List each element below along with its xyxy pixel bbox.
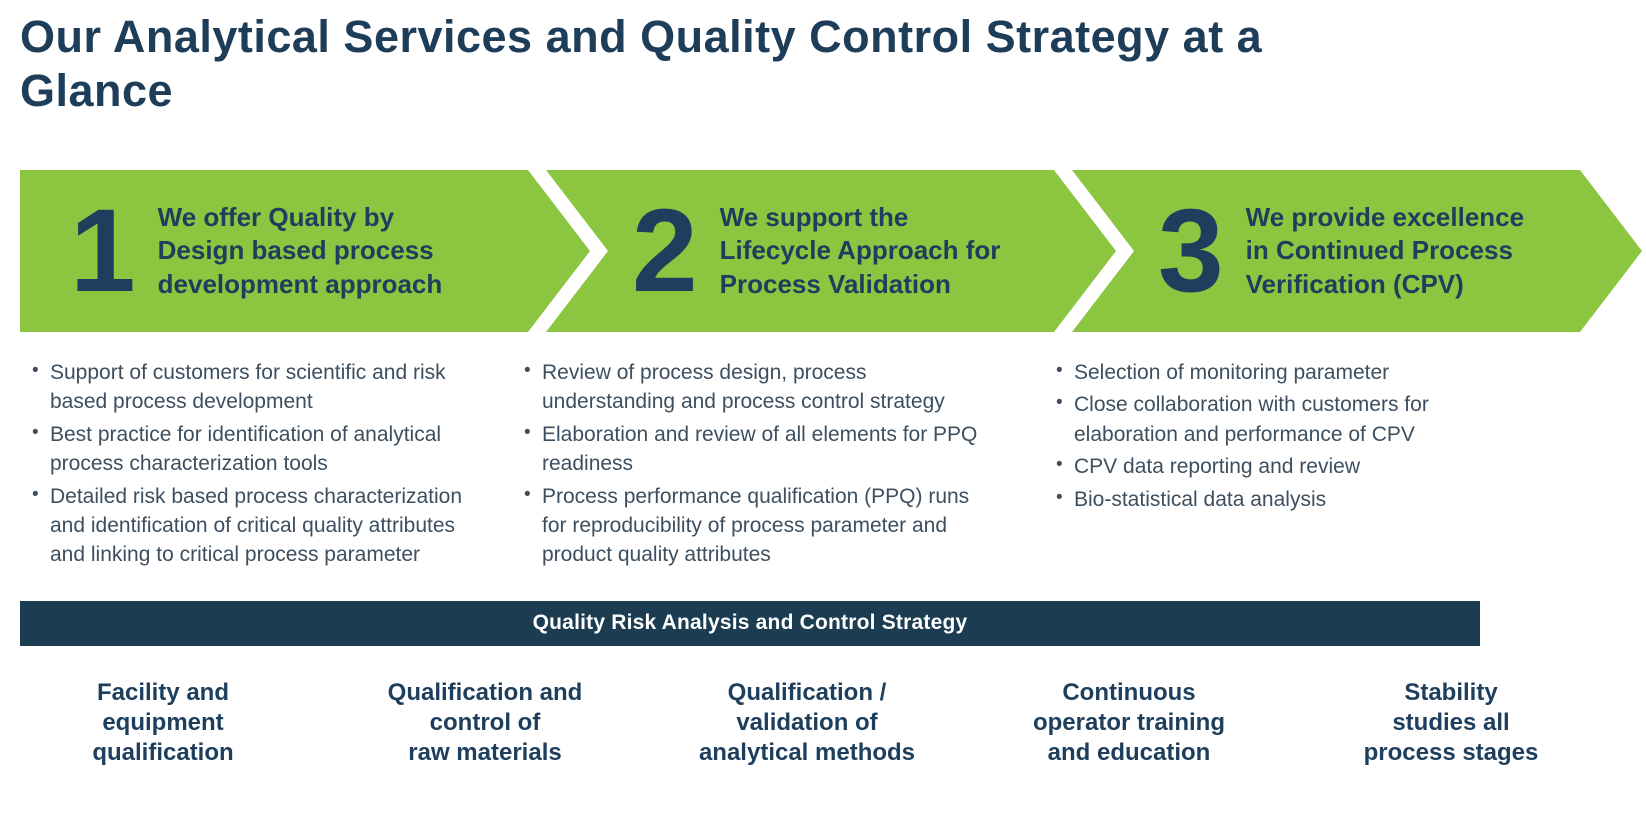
bullet-item: Close collaboration with customers for e… — [1054, 390, 1524, 449]
foundation-item-stability-studies: Stability studies all process stages — [1363, 678, 1539, 766]
step-3-bullet-list: Selection of monitoring parameter Close … — [1044, 358, 1646, 573]
step-1-number: 1 — [70, 184, 136, 317]
bullet-item: Best practice for identification of anal… — [30, 420, 482, 479]
page-title: Our Analytical Services and Quality Cont… — [20, 11, 1263, 116]
foundation-item-operator-training: Continuous operator training and educati… — [1032, 678, 1225, 766]
step-3-number: 3 — [1158, 184, 1224, 317]
step-2-number: 2 — [632, 184, 698, 317]
bullet-item: CPV data reporting and review — [1054, 452, 1524, 481]
bullet-item: Elaboration and review of all elements f… — [522, 420, 992, 479]
slide: Our Analytical Services and Quality Cont… — [0, 10, 1646, 820]
risk-strategy-banner-label: Quality Risk Analysis and Control Strate… — [532, 611, 968, 635]
bullet-item: Selection of monitoring parameter — [1054, 358, 1524, 387]
bullet-item: Bio-statistical data analysis — [1054, 485, 1524, 514]
risk-strategy-banner: Quality Risk Analysis and Control Strate… — [20, 600, 1480, 646]
bullet-item: Process performance qualification (PPQ) … — [522, 482, 992, 570]
step-1-bullet-list: Support of customers for scientific and … — [20, 358, 482, 573]
step-arrow-3: 3 We provide excellence in Continued Pro… — [1072, 170, 1642, 332]
step-arrow-1: 1 We offer Quality by Design based proce… — [20, 170, 590, 332]
foundation-item-analytical-methods: Qualification / validation of analytical… — [698, 678, 916, 766]
foundation-item-raw-materials: Qualification and control of raw materia… — [387, 678, 583, 766]
step-2-heading: We support the Lifecycle Approach for Pr… — [719, 202, 1001, 299]
step-details: Support of customers for scientific and … — [20, 358, 1646, 573]
foundation-item-facility-qualification: Facility and equipment qualification — [92, 678, 234, 766]
process-arrows: 1 We offer Quality by Design based proce… — [20, 170, 1646, 332]
bullet-item: Review of process design, process unders… — [522, 358, 992, 417]
step-arrow-2: 2 We support the Lifecycle Approach for … — [546, 170, 1116, 332]
foundation-row: Facility and equipment qualification Qua… — [2, 678, 1612, 768]
step-1-heading: We offer Quality by Design based process… — [157, 202, 443, 299]
bullet-item: Support of customers for scientific and … — [30, 358, 482, 417]
step-3-heading: We provide excellence in Continued Proce… — [1245, 202, 1525, 299]
step-2-bullet-list: Review of process design, process unders… — [512, 358, 1014, 573]
bullet-item: Detailed risk based process characteriza… — [30, 482, 482, 570]
